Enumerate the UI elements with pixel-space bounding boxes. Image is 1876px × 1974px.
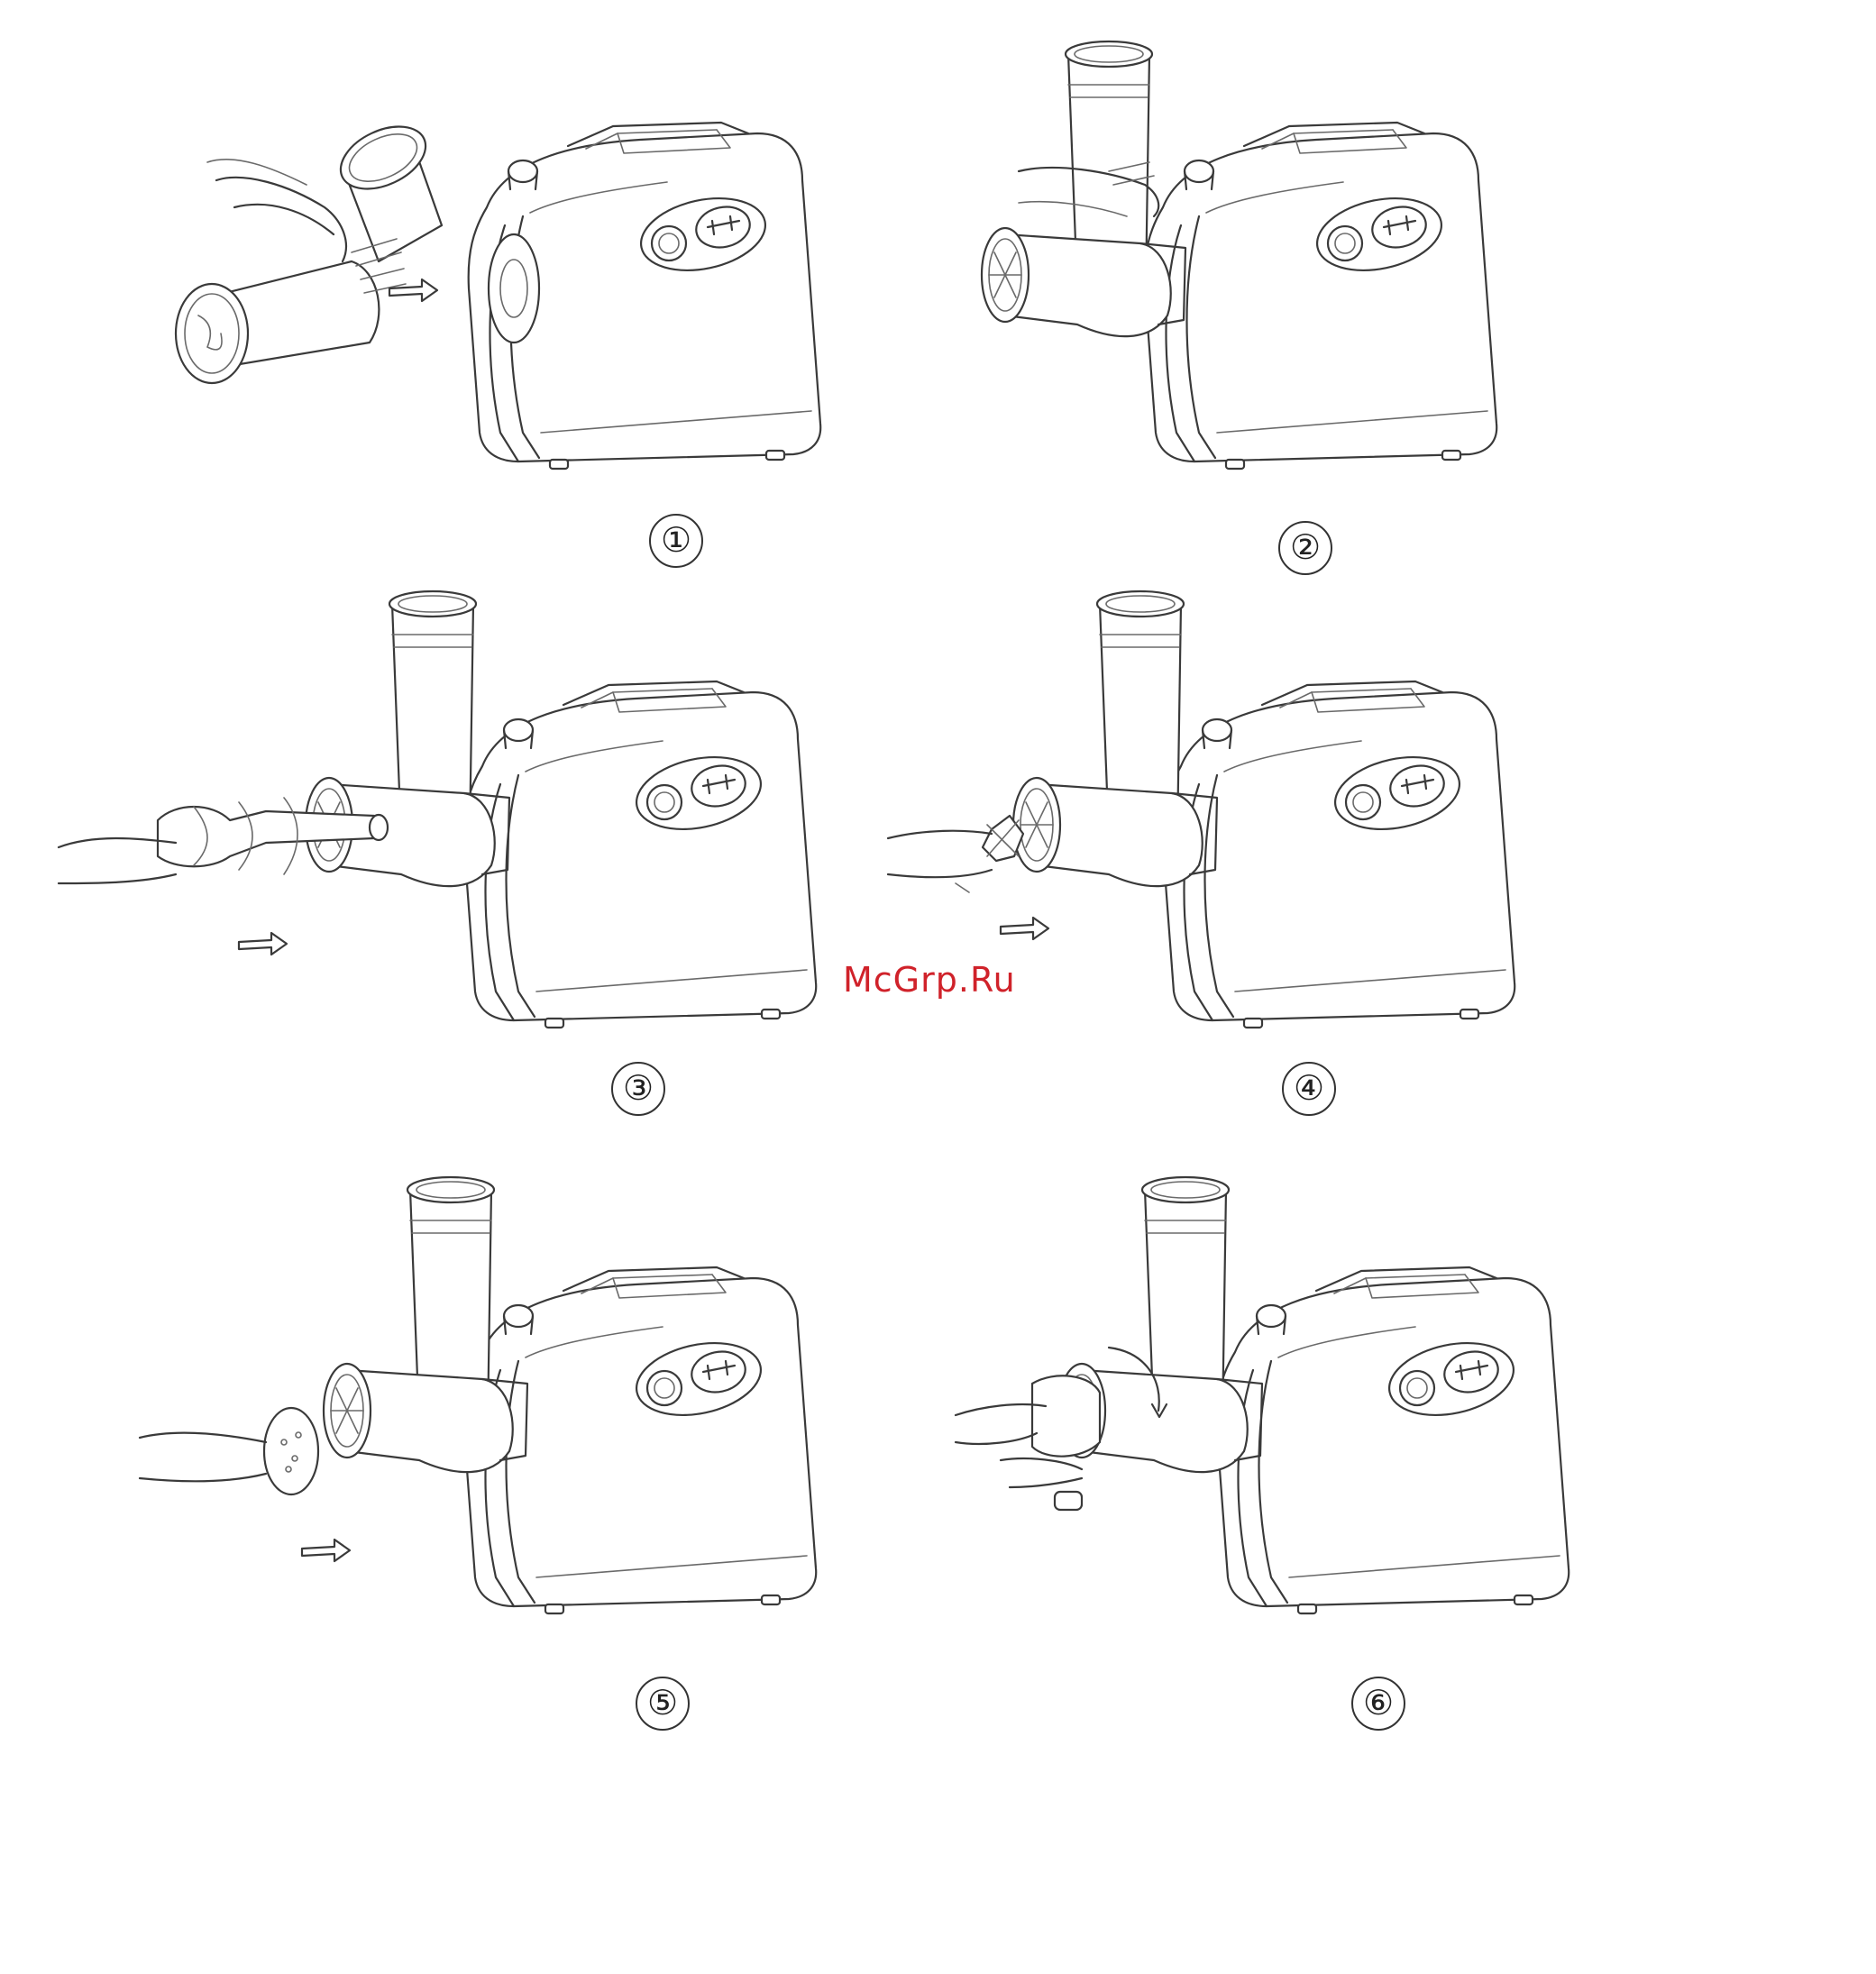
step-5-label: ⑤: [636, 1677, 690, 1731]
step-4-label: ④: [1282, 1062, 1336, 1116]
meat-grinder-drawing: [874, 586, 1560, 1019]
step-3-label: ③: [611, 1062, 665, 1116]
step-2-label: ②: [1278, 521, 1332, 575]
step-3-illustration: [50, 586, 825, 1019]
step-2-illustration: [1001, 36, 1578, 505]
step-1-label: ①: [649, 514, 703, 568]
meat-grinder-drawing: [50, 586, 825, 1019]
meat-grinder-drawing: [131, 1172, 879, 1640]
step-5-illustration: [131, 1172, 879, 1640]
step-6-label: ⑥: [1351, 1677, 1405, 1731]
meat-grinder-drawing: [947, 1172, 1596, 1640]
step-6-illustration: [947, 1172, 1596, 1640]
step-4-illustration: [874, 586, 1560, 1019]
step-1-illustration: [135, 99, 874, 487]
watermark: McGrp.Ru: [843, 960, 1016, 1000]
meat-grinder-drawing: [135, 99, 874, 487]
meat-grinder-drawing: [1001, 36, 1578, 505]
